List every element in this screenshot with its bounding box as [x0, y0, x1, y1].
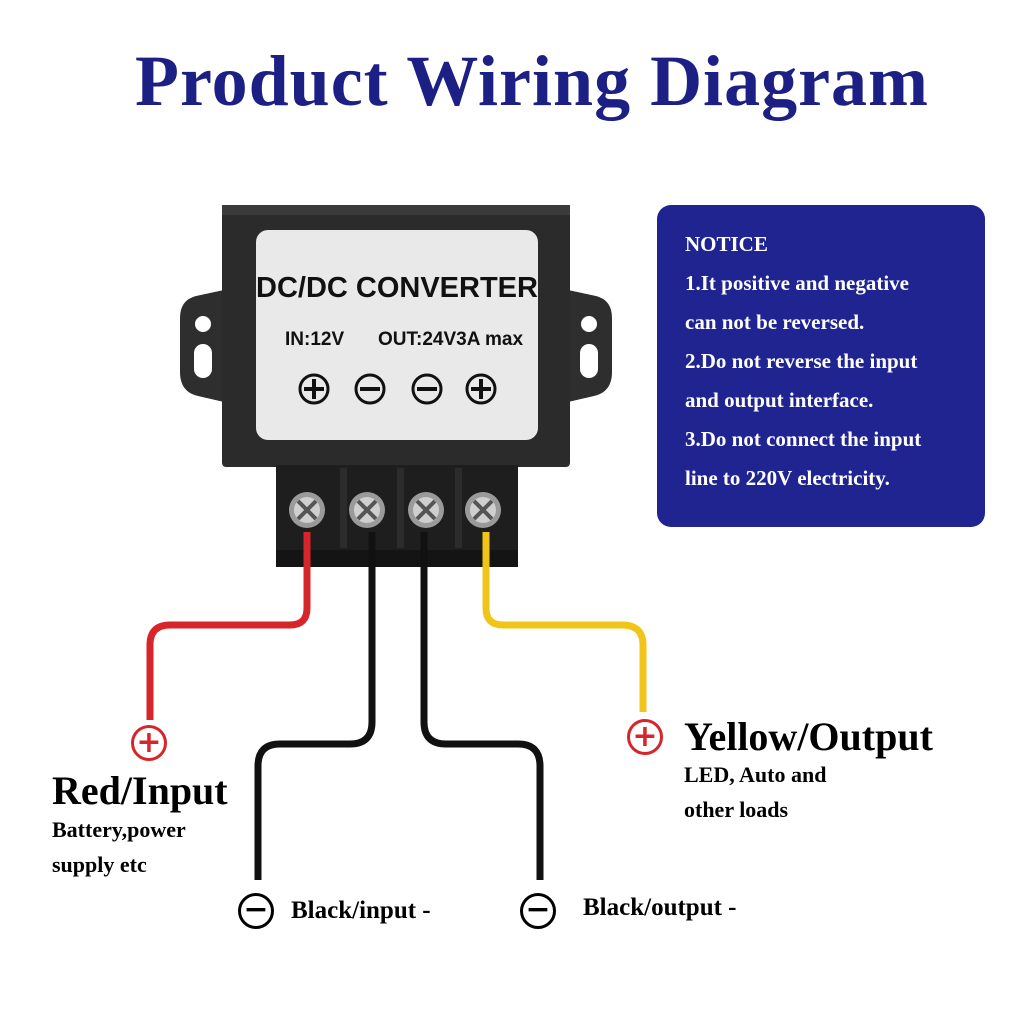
description-line: other loads	[684, 797, 789, 822]
yellow-output-title: Yellow/Output	[684, 714, 933, 759]
page-title: Product Wiring Diagram	[135, 41, 929, 121]
description-line: LED, Auto and	[684, 762, 827, 787]
notice-line: can not be reversed.	[685, 310, 865, 334]
converter-name: DC/DC CONVERTER	[256, 272, 538, 304]
yellow-output-description: LED, Auto and other loads	[684, 757, 826, 827]
red-input-description: Battery,power supply etc	[52, 812, 186, 882]
mounting-ear-right	[568, 290, 612, 402]
positive-sign-icon: +	[627, 719, 663, 755]
notice-line: 3.Do not connect the input	[685, 427, 922, 451]
black-input-title: Black/input -	[291, 897, 431, 924]
input-spec: IN:12V	[285, 329, 344, 350]
notice-line: line to 220V electricity.	[685, 466, 890, 490]
terminal-screw	[465, 492, 501, 528]
black-input-wire	[254, 532, 376, 880]
minus-icon	[354, 373, 386, 405]
yellow-output-wire	[482, 532, 647, 712]
notice-line: 2.Do not reverse the input	[685, 349, 918, 373]
negative-sign-icon: −	[520, 893, 556, 929]
negative-sign-icon: −	[238, 893, 274, 929]
mounting-ear-left	[180, 290, 224, 402]
description-line: Battery,power	[52, 817, 186, 842]
description-line: supply etc	[52, 852, 147, 877]
notice-line: 1.It positive and negative	[685, 271, 910, 295]
terminal-screw	[408, 492, 444, 528]
positive-sign-icon: +	[131, 725, 167, 761]
plus-icon	[298, 373, 330, 405]
notice-box: NOTICE 1.It positive and negative can no…	[657, 205, 985, 527]
terminal-screw	[349, 492, 385, 528]
terminal-screw	[289, 492, 325, 528]
red-input-wire	[146, 532, 311, 720]
output-spec: OUT:24V3A max	[378, 329, 523, 350]
notice-line: and output interface.	[685, 388, 874, 412]
minus-icon	[411, 373, 443, 405]
black-output-title: Black/output -	[583, 894, 737, 921]
red-input-title: Red/Input	[52, 768, 228, 813]
plus-icon	[465, 373, 497, 405]
black-output-wire	[420, 532, 544, 880]
notice-heading: NOTICE	[685, 232, 768, 256]
